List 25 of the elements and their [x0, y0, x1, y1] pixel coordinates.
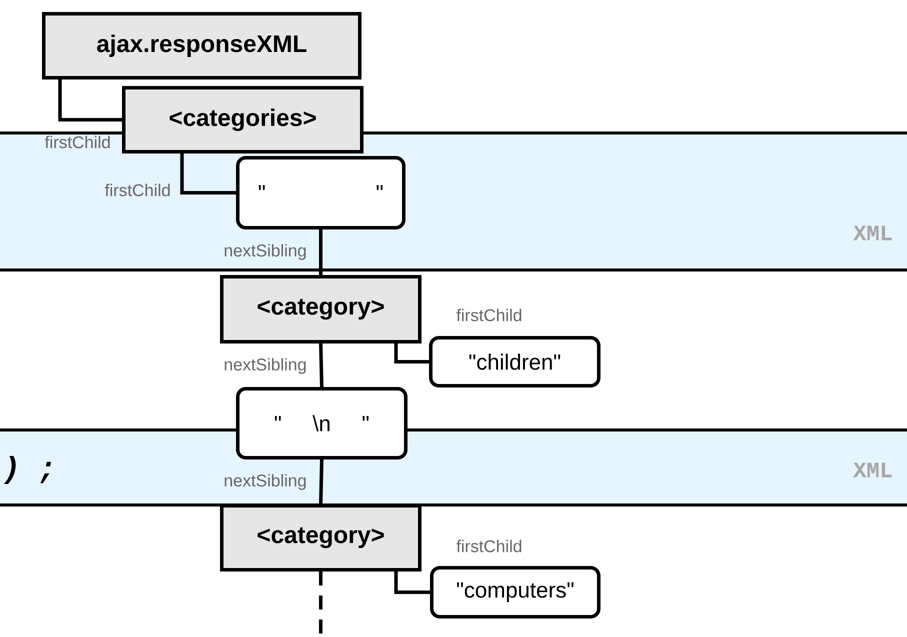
edge-label: firstChild — [104, 184, 170, 196]
connector-line — [319, 459, 324, 504]
edge-label: firstChild — [44, 136, 110, 148]
edge-label: firstChild — [456, 308, 522, 322]
connector-line — [394, 572, 430, 594]
element-box: ajax.responseXML — [42, 12, 362, 80]
element-box: <category> — [220, 504, 422, 572]
element-box: <categories> — [122, 86, 364, 154]
connector-line — [58, 80, 122, 122]
text-node-box: " \n " — [236, 387, 408, 460]
connector-line — [180, 154, 236, 194]
code-fragment: ) ; — [4, 456, 51, 484]
edge-label: nextSibling — [224, 474, 306, 490]
edge-label: firstChild — [456, 540, 522, 552]
side-label: XML — [853, 226, 892, 240]
connector-line — [319, 343, 324, 388]
text-node-box: " " — [236, 156, 406, 230]
element-box: <category> — [220, 275, 422, 344]
connector-line — [394, 344, 429, 364]
side-label: XML — [853, 462, 892, 478]
text-node-box: "computers" — [430, 566, 600, 618]
edge-label: nextSibling — [224, 358, 306, 374]
text-node-box: "children" — [429, 336, 600, 388]
edge-label: nextSibling — [224, 244, 306, 260]
connector-line — [319, 230, 322, 275]
